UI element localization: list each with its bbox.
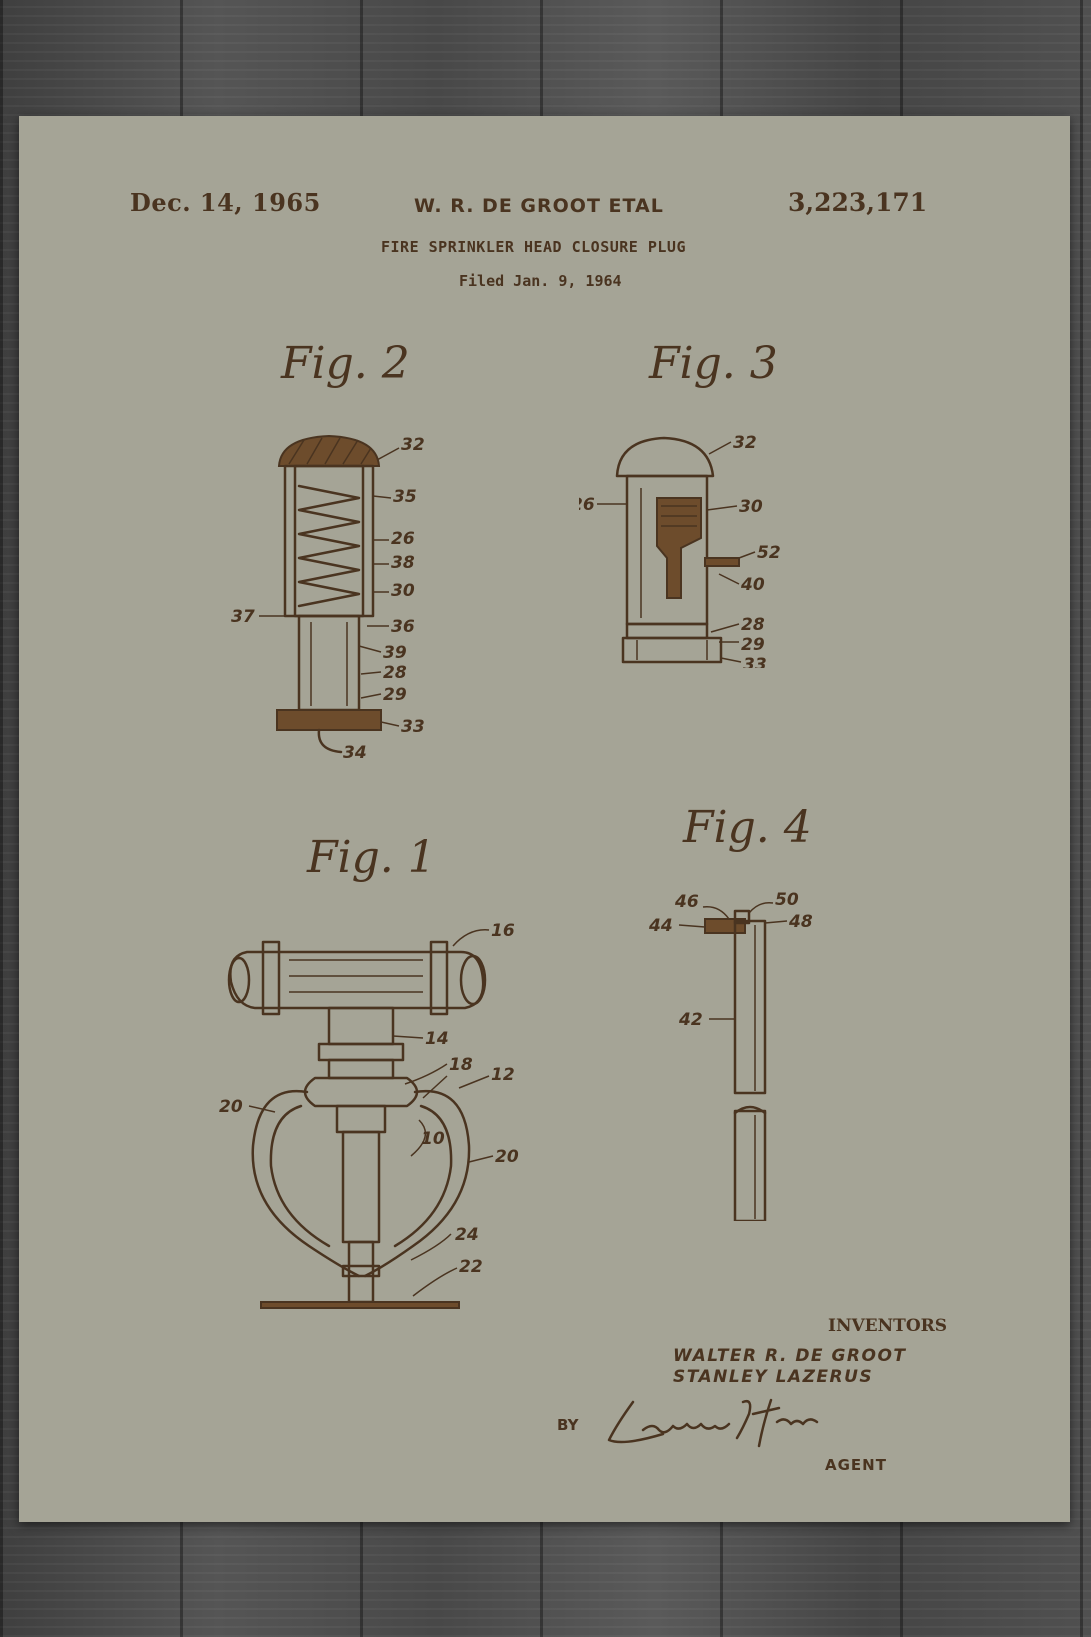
fig-2-drawing: 32 35 26 38 30 37 36 39 28 29 33 34 [219, 426, 479, 766]
fig4-numeral-46: 46 [674, 892, 699, 912]
fig3-numeral-40: 40 [740, 575, 765, 595]
inventor-name-1: WALTER R. DE GROOT [673, 1346, 907, 1366]
fig-3-label: Fig. 3 [649, 338, 778, 389]
fig2-numeral-28: 28 [383, 663, 407, 683]
inventor-header: W. R. DE GROOT ETAL [414, 195, 664, 217]
fig-2-label: Fig. 2 [281, 338, 410, 389]
fig2-numeral-33: 33 [401, 717, 425, 737]
fig-1-drawing: 16 14 18 12 20 10 20 24 22 [199, 916, 579, 1436]
fig-3-drawing: 32 26 30 52 40 28 29 33 [579, 428, 839, 668]
fig-4-label: Fig. 4 [683, 802, 812, 853]
fig3-numeral-52: 52 [757, 543, 781, 563]
fig2-numeral-29: 29 [383, 685, 407, 705]
fig4-numeral-50: 50 [775, 891, 799, 910]
agent-label: AGENT [825, 1456, 887, 1474]
inventor-name-2: STANLEY LAZERUS [673, 1367, 873, 1387]
fig3-numeral-26: 26 [579, 495, 595, 515]
fig2-numeral-34: 34 [343, 743, 367, 763]
fig2-numeral-36: 36 [391, 617, 415, 637]
patent-date: Dec. 14, 1965 [130, 188, 321, 217]
fig1-numeral-20-left: 20 [219, 1097, 243, 1117]
fig1-numeral-16: 16 [491, 921, 515, 941]
fig3-numeral-30: 30 [739, 497, 763, 517]
fig2-numeral-32: 32 [401, 435, 425, 455]
fig3-numeral-32: 32 [733, 433, 757, 453]
by-label: BY [557, 1416, 578, 1434]
filed-date: Filed Jan. 9, 1964 [459, 272, 622, 290]
patent-sheet: Dec. 14, 1965 W. R. DE GROOT ETAL 3,223,… [19, 116, 1070, 1522]
fig1-numeral-12: 12 [491, 1065, 515, 1085]
fig2-numeral-37: 37 [231, 607, 255, 627]
fig1-numeral-10: 10 [421, 1129, 445, 1149]
fig1-numeral-22: 22 [459, 1257, 483, 1277]
fig1-numeral-14: 14 [425, 1029, 449, 1049]
fig3-numeral-28: 28 [741, 615, 765, 635]
fig4-numeral-42: 42 [678, 1010, 703, 1030]
fig4-numeral-48: 48 [788, 912, 813, 932]
patent-number: 3,223,171 [788, 188, 927, 217]
fig2-numeral-30: 30 [391, 581, 415, 601]
inventors-label: INVENTORS [828, 1316, 947, 1336]
fig3-numeral-29: 29 [741, 635, 765, 655]
agent-signature-image [603, 1394, 833, 1454]
fig2-numeral-38: 38 [391, 553, 415, 573]
fig-1-label: Fig. 1 [307, 832, 436, 883]
fig4-numeral-44: 44 [648, 916, 673, 936]
fig2-numeral-39: 39 [383, 643, 407, 663]
fig1-numeral-18: 18 [449, 1055, 473, 1075]
patent-title: FIRE SPRINKLER HEAD CLOSURE PLUG [381, 238, 686, 256]
fig1-numeral-20-right: 20 [495, 1147, 519, 1167]
fig1-numeral-24: 24 [455, 1225, 479, 1245]
fig2-numeral-26: 26 [391, 529, 415, 549]
fig3-numeral-33: 33 [743, 655, 767, 668]
fig-4-drawing: 46 50 44 48 42 [639, 891, 859, 1221]
fig2-numeral-35: 35 [393, 487, 417, 507]
